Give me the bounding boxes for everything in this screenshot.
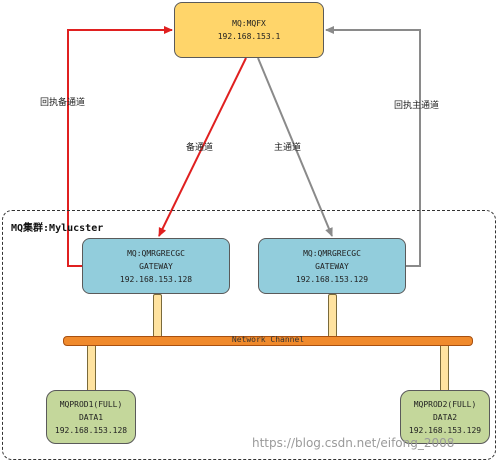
- gateway2-node[interactable]: MQ:QMRGRECGC GATEWAY 192.168.153.129: [258, 238, 406, 294]
- gateway2-bus-link: [328, 294, 337, 338]
- prod1-ip: 192.168.153.128: [54, 425, 128, 435]
- main-channel-label: 主通道: [274, 143, 302, 153]
- gateway1-role: GATEWAY: [139, 261, 173, 271]
- watermark-text: https://blog.csdn.net/eifong_2008: [252, 436, 455, 450]
- gateway2-ip: 192.168.153.129: [295, 274, 369, 284]
- return-main-channel-label: 回执主通道: [394, 101, 440, 111]
- return-backup-channel-label: 回执备通道: [40, 98, 86, 108]
- prod1-name: MQPROD1(FULL): [59, 399, 123, 409]
- backup-channel-label: 备通道: [186, 143, 214, 153]
- gateway1-bus-link: [153, 294, 162, 338]
- prod1-bus-link: [87, 344, 96, 392]
- network-channel-bus: Network Channel: [63, 335, 473, 346]
- mqfx-name: MQ:MQFX: [232, 19, 266, 28]
- gateway2-name: MQ:QMRGRECGC: [303, 248, 361, 258]
- prod2-ip: 192.168.153.129: [408, 425, 482, 435]
- mq-cluster-boundary: [2, 210, 496, 460]
- prod2-data: DATA2: [432, 412, 458, 422]
- gateway2-role: GATEWAY: [315, 261, 349, 271]
- gateway1-node[interactable]: MQ:QMRGRECGC GATEWAY 192.168.153.128: [82, 238, 230, 294]
- main-channel-edge: [257, 57, 333, 237]
- mqfx-node[interactable]: MQ:MQFX 192.168.153.1: [174, 2, 324, 58]
- mqfx-ip: 192.168.153.1: [217, 32, 281, 41]
- return-backup-channel-edge: [67, 26, 173, 267]
- gateway1-name: MQ:QMRGRECGC: [127, 248, 185, 258]
- prod2-name: MQPROD2(FULL): [413, 399, 477, 409]
- backup-channel-edge: [158, 57, 247, 237]
- prod2-node[interactable]: MQPROD2(FULL) DATA2 192.168.153.129: [400, 390, 490, 444]
- mq-cluster-label: MQ集群:Mylucster: [11, 223, 104, 234]
- return-main-channel-edge: [325, 26, 421, 267]
- prod1-data: DATA1: [78, 412, 104, 422]
- gateway1-ip: 192.168.153.128: [119, 274, 193, 284]
- prod1-node[interactable]: MQPROD1(FULL) DATA1 192.168.153.128: [46, 390, 136, 444]
- prod2-bus-link: [440, 344, 449, 392]
- network-channel-label: Network Channel: [231, 335, 305, 344]
